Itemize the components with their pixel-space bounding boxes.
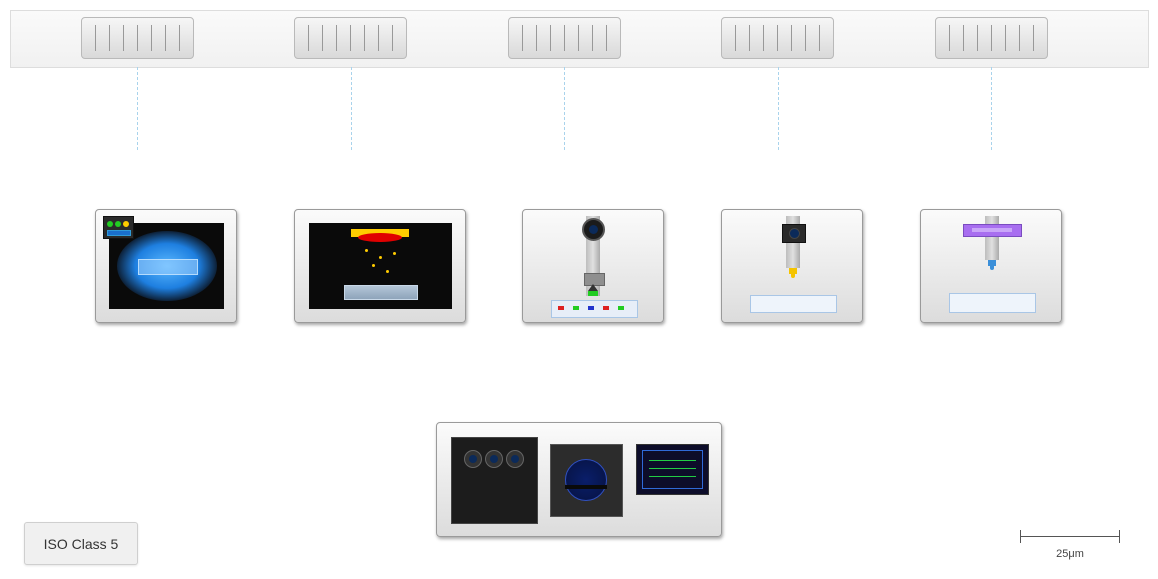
deposition-particle xyxy=(386,270,389,273)
control-knob[interactable] xyxy=(506,450,524,468)
scale-bar xyxy=(1020,536,1120,537)
airflow-line xyxy=(778,67,779,150)
fan-filter-unit xyxy=(81,17,194,59)
scale-bar-label: 25μm xyxy=(1056,548,1084,560)
probe-column xyxy=(985,216,999,260)
status-bar xyxy=(107,230,131,236)
airflow-line xyxy=(137,67,138,150)
status-led xyxy=(558,306,564,310)
wafer-substrate xyxy=(138,259,198,275)
airflow-line xyxy=(991,67,992,150)
dispense-head xyxy=(963,224,1022,237)
viewport-bar xyxy=(565,485,607,489)
deposition-particle xyxy=(365,249,368,252)
fan-filter-unit xyxy=(294,17,407,59)
inspection-beam xyxy=(588,291,598,296)
iso-class-label: ISO Class 5 xyxy=(43,535,119,552)
deposition-particle xyxy=(372,264,375,267)
wafer-substrate xyxy=(344,285,418,300)
probe-tip-point xyxy=(990,266,994,270)
indicator-light xyxy=(115,221,121,227)
monitor-trace xyxy=(649,468,696,469)
scale-bar-tick xyxy=(1020,530,1021,543)
plasma-etch-chamber[interactable] xyxy=(95,209,237,323)
viewport-panel xyxy=(550,444,623,517)
probe-dispense-station-yellow[interactable] xyxy=(721,209,863,323)
status-led xyxy=(588,306,594,310)
sample-stage xyxy=(551,300,638,318)
monitor-trace xyxy=(649,460,696,461)
probe-dispense-station-purple[interactable] xyxy=(920,209,1062,323)
airflow-line xyxy=(564,67,565,150)
sample-stage xyxy=(750,295,837,313)
deposition-particle xyxy=(379,256,382,259)
microscope-inspection-station[interactable] xyxy=(522,209,664,323)
probe-tip xyxy=(789,268,797,274)
knob-panel xyxy=(451,437,538,524)
plasma-ring xyxy=(358,233,402,242)
probe-tip-point xyxy=(791,274,795,278)
control-console[interactable] xyxy=(436,422,722,537)
airflow-line xyxy=(351,67,352,150)
control-knob[interactable] xyxy=(485,450,503,468)
fan-filter-unit xyxy=(721,17,834,59)
iso-class-badge[interactable]: ISO Class 5 xyxy=(24,522,138,565)
objective-tip xyxy=(588,284,598,291)
indicator-light xyxy=(123,221,129,227)
fan-filter-unit xyxy=(508,17,621,59)
sample-stage xyxy=(949,293,1036,313)
chamber-window xyxy=(309,223,452,309)
sputter-deposition-chamber[interactable] xyxy=(294,209,466,323)
fan-filter-unit xyxy=(935,17,1048,59)
deposition-particle xyxy=(393,252,396,255)
camera-head-icon xyxy=(782,224,806,243)
monitor-screen xyxy=(636,444,709,495)
control-knob[interactable] xyxy=(464,450,482,468)
scale-bar-tick xyxy=(1119,530,1120,543)
probe-tip xyxy=(988,260,996,266)
status-led xyxy=(603,306,609,310)
camera-lens-icon xyxy=(582,218,605,241)
status-led xyxy=(618,306,624,310)
indicator-panel xyxy=(103,216,134,239)
monitor-trace xyxy=(649,476,696,477)
monitor-frame xyxy=(642,450,703,489)
indicator-light xyxy=(107,221,113,227)
status-led xyxy=(573,306,579,310)
viewport-dial xyxy=(565,459,607,501)
